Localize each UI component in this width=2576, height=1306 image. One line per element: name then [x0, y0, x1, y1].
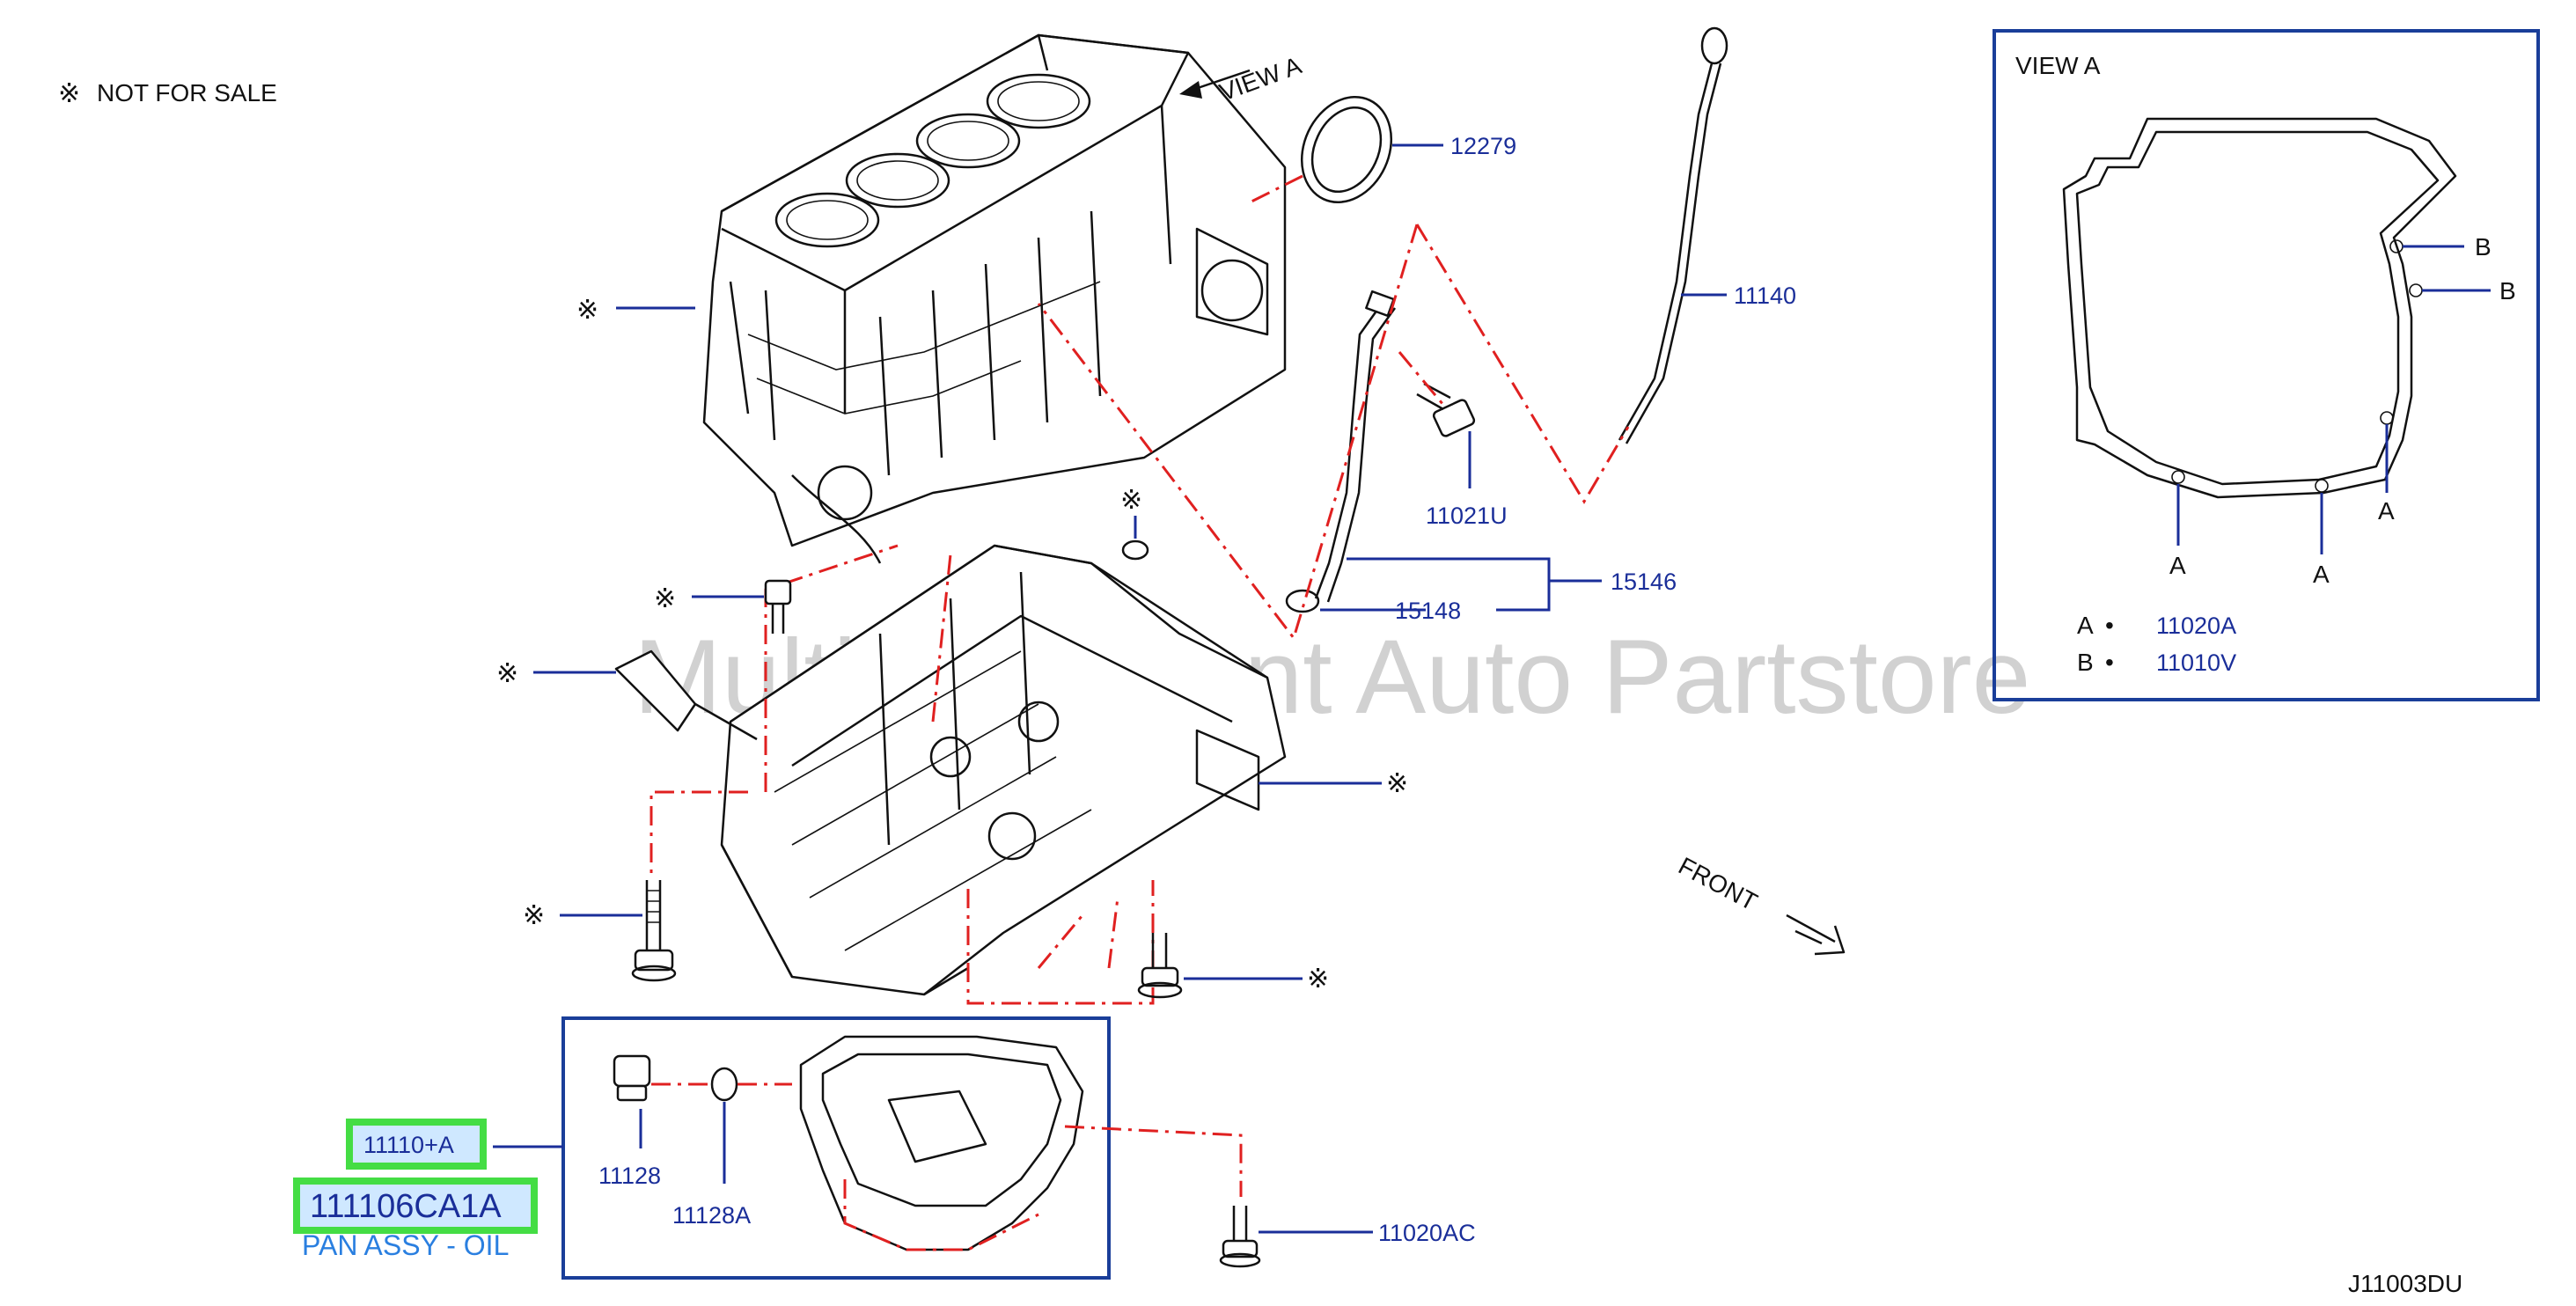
- nfs-mark-crankcase: ※: [1386, 768, 1408, 799]
- bolt-11020ac[interactable]: [1219, 1206, 1261, 1268]
- not-for-sale-text: NOT FOR SALE: [97, 79, 277, 106]
- nfs-mark-gasket: ※: [1120, 485, 1142, 516]
- highlight-part-name[interactable]: PAN ASSY - OIL: [302, 1229, 509, 1261]
- legend-a-dot: •: [2105, 612, 2114, 639]
- highlight-code-small[interactable]: 11110+A: [363, 1132, 454, 1158]
- legend-b-dot: •: [2105, 649, 2114, 676]
- inset-callout-a-1: A: [2378, 497, 2395, 525]
- part-11021u-label[interactable]: 11021U: [1426, 503, 1508, 529]
- nfs-mark-bolt-left: ※: [523, 900, 545, 931]
- nfs-mark-bolt-upper: ※: [654, 583, 676, 614]
- sealant-tube[interactable]: [614, 649, 758, 741]
- inset-callout-a-2: A: [2313, 561, 2330, 588]
- nfs-mark-sealant: ※: [496, 658, 518, 689]
- gasket-ring[interactable]: [1121, 539, 1149, 561]
- bolt-long-right[interactable]: [1137, 933, 1183, 999]
- part-12279-label[interactable]: 12279: [1450, 133, 1516, 159]
- nfs-mark-block: ※: [576, 295, 598, 326]
- legend-a-part[interactable]: 11020A: [2156, 613, 2236, 639]
- not-for-sale-symbol: ※: [58, 78, 80, 109]
- view-a-arrow-label: VIEW A: [1215, 51, 1305, 106]
- view-a-inset-frame: [1993, 29, 2540, 701]
- inset-callout-b-1: B: [2475, 233, 2492, 260]
- inset-callout-a-3: A: [2169, 552, 2186, 579]
- rear-oil-seal[interactable]: [1285, 83, 1407, 217]
- gasket-outline-drawing[interactable]: [2062, 117, 2457, 499]
- highlight-box-small: [346, 1119, 487, 1170]
- front-label: FRONT: [1674, 852, 1762, 916]
- legend-b-part[interactable]: 11010V: [2156, 649, 2236, 676]
- drain-plug[interactable]: [613, 1054, 651, 1102]
- drain-plug-washer[interactable]: [710, 1067, 738, 1102]
- highlight-code-big[interactable]: 111106CA1A: [310, 1188, 502, 1225]
- diagram-code: J11003DU: [2348, 1270, 2462, 1297]
- legend-b-key: B: [2077, 649, 2094, 676]
- bolt-11021u[interactable]: [1416, 382, 1476, 437]
- lower-crankcase-drawing[interactable]: [720, 544, 1287, 996]
- inset-callout-b-2: B: [2499, 277, 2516, 304]
- front-arrow-icon: [1786, 913, 1846, 956]
- o-ring-15148[interactable]: [1285, 589, 1320, 613]
- part-15146-label[interactable]: 15146: [1611, 569, 1677, 595]
- part-11020ac-label[interactable]: 11020AC: [1378, 1220, 1476, 1246]
- bolt-crankcase-upper[interactable]: [764, 579, 792, 634]
- bolt-long-left[interactable]: [631, 880, 677, 982]
- nfs-mark-bolt-right: ※: [1307, 964, 1329, 994]
- part-11128a-label[interactable]: 11128A: [672, 1202, 751, 1229]
- oil-level-gauge[interactable]: [1618, 26, 1728, 444]
- view-a-title: VIEW A: [2015, 52, 2101, 79]
- highlight-box-big: [293, 1178, 538, 1234]
- oil-pan-drawing[interactable]: [799, 1035, 1084, 1251]
- part-15148-label[interactable]: 15148: [1395, 598, 1461, 624]
- part-11128-label[interactable]: 11128: [598, 1163, 661, 1189]
- legend-a-key: A: [2077, 612, 2094, 639]
- engine-block-drawing[interactable]: [702, 33, 1287, 564]
- part-11140-label[interactable]: 11140: [1734, 282, 1796, 309]
